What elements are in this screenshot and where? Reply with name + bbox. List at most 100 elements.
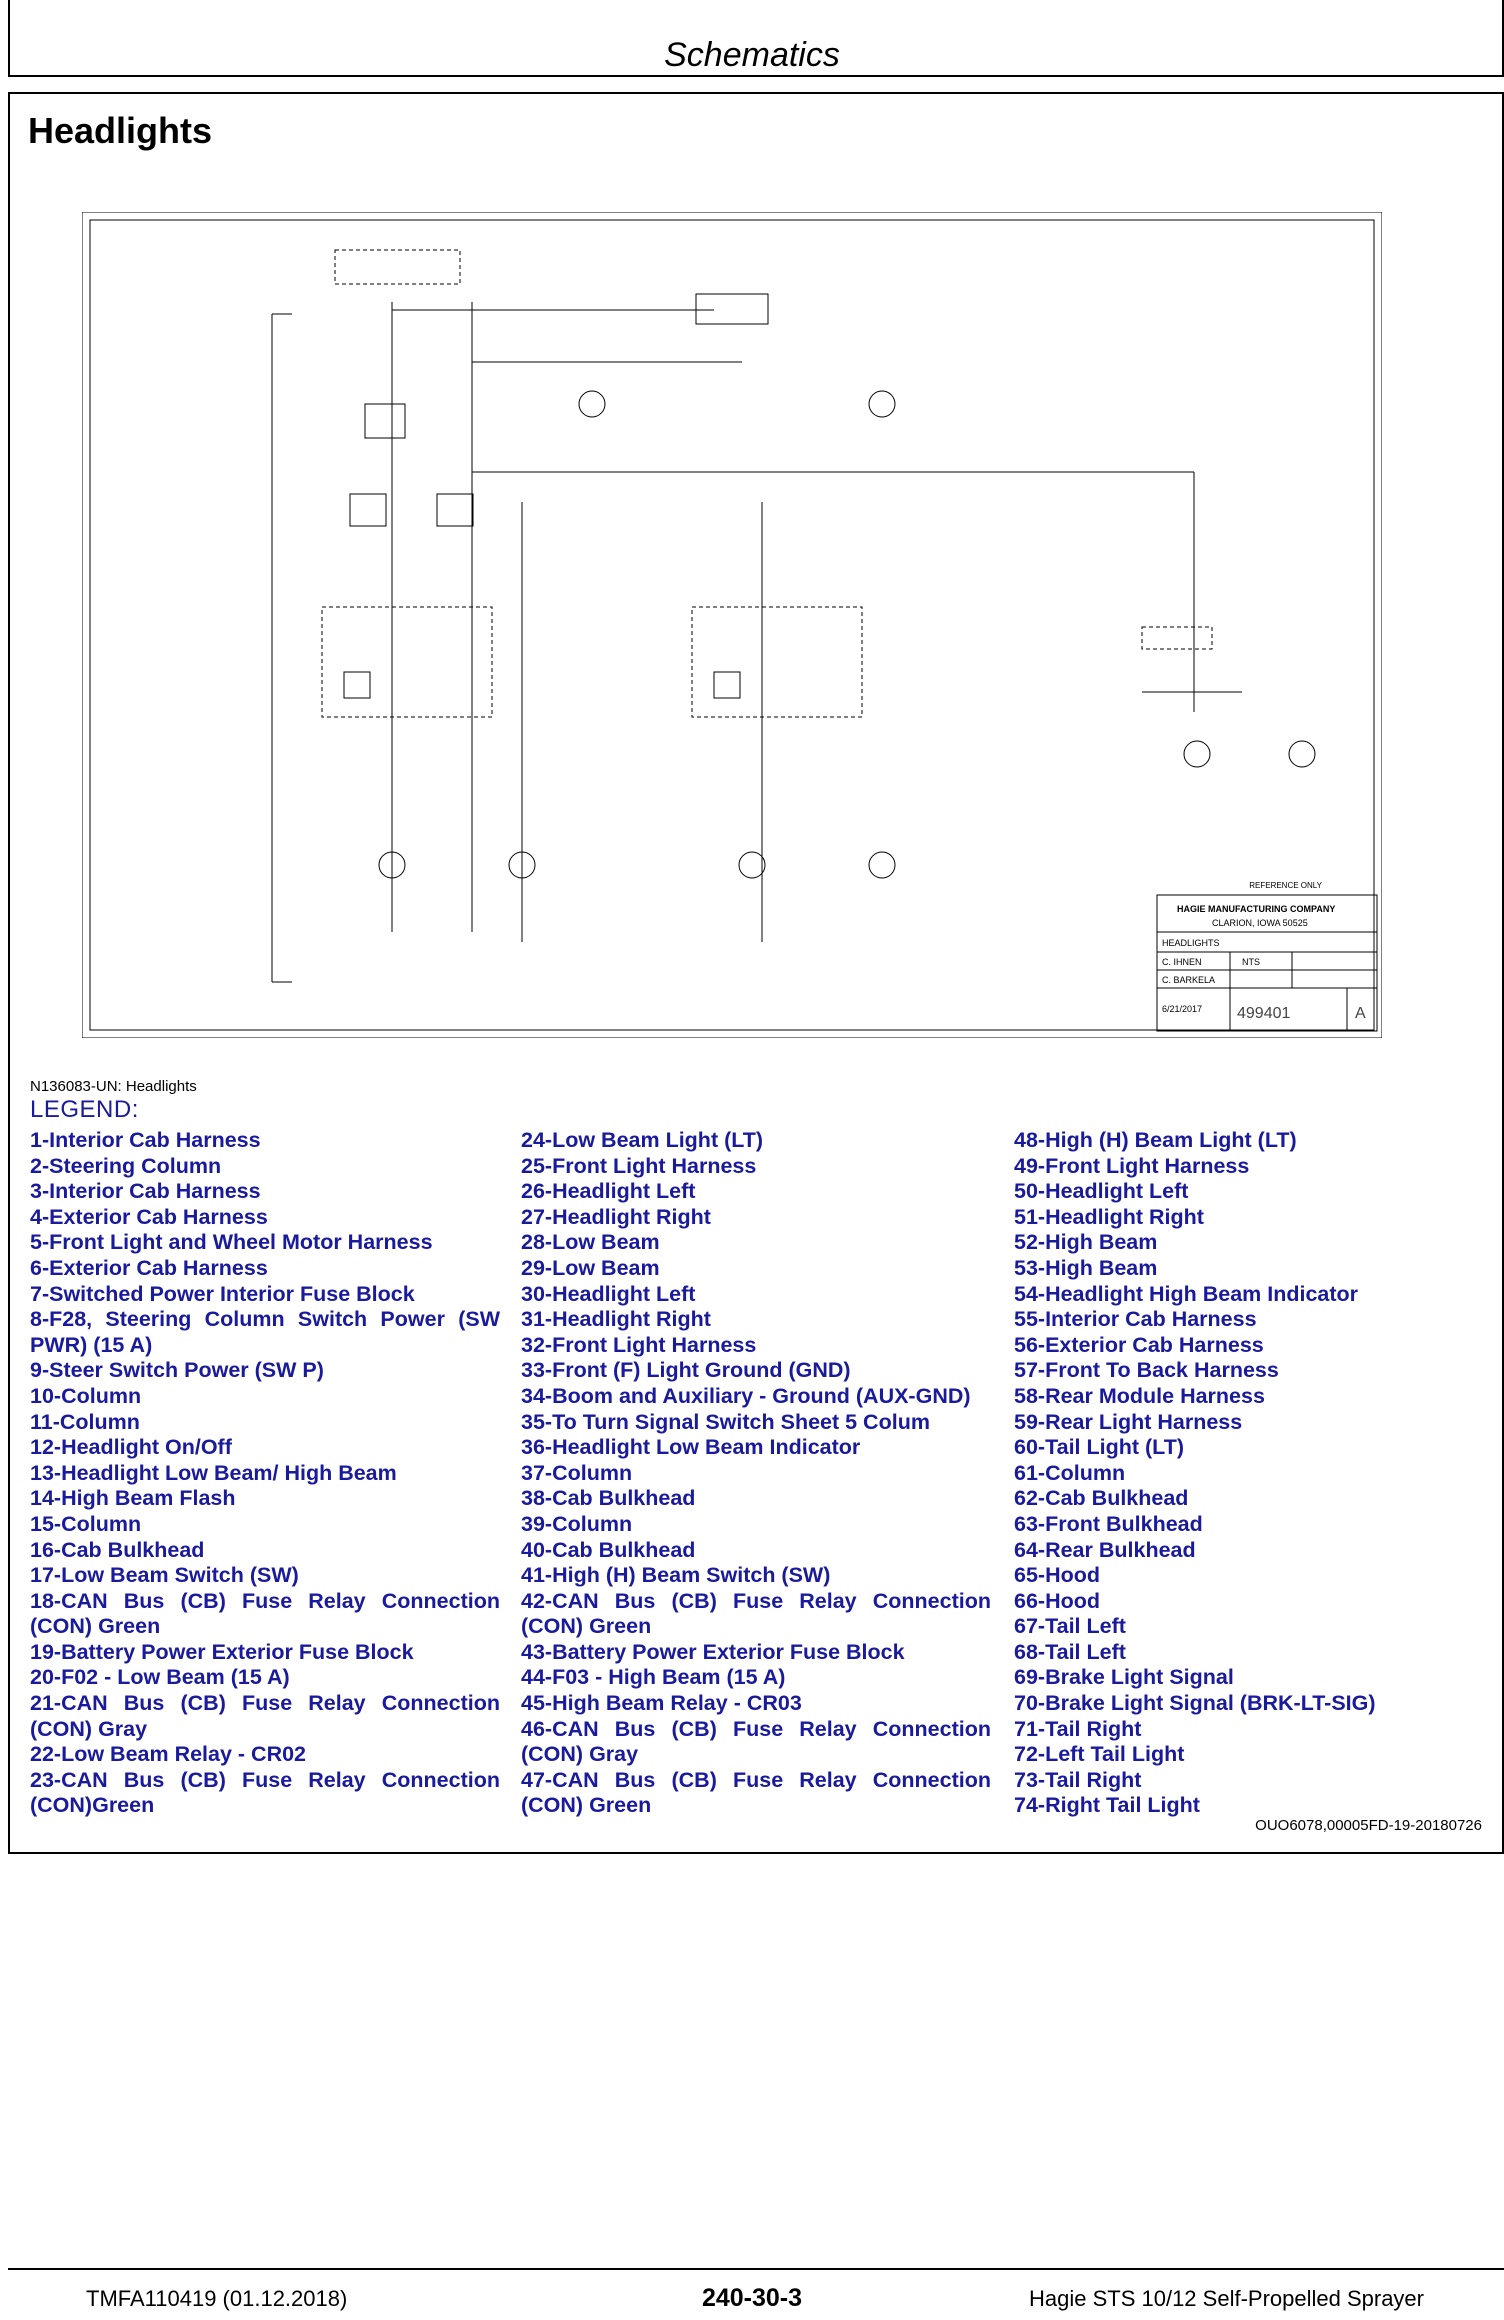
legend-item: 23-CAN Bus (CB) Fuse Relay Connection (C… [30, 1767, 500, 1818]
legend-item: 61-Column [1014, 1460, 1126, 1485]
legend-item: 64-Rear Bulkhead [1014, 1537, 1196, 1562]
legend-item: 71-Tail Right [1014, 1716, 1142, 1741]
legend-column-2: 24-Low Beam Light (LT) 25-Front Light Ha… [521, 1128, 991, 1819]
page-title: Headlights [28, 110, 213, 151]
legend-item: 11-Column [30, 1409, 140, 1434]
legend-item: 27-Headlight Right [521, 1204, 711, 1229]
legend-item: 33-Front (F) Light Ground (GND) [521, 1358, 851, 1383]
footer-rule [8, 2268, 1504, 2270]
content-frame [8, 92, 1504, 1854]
legend-heading: LEGEND: [30, 1096, 139, 1123]
legend-item: 34-Boom and Auxiliary - Ground (AUX-GND) [521, 1383, 971, 1408]
legend-item: 35-To Turn Signal Switch Sheet 5 Colum [521, 1409, 930, 1434]
title-block-location: CLARION, IOWA 50525 [1212, 918, 1308, 928]
legend-item: 18-CAN Bus (CB) Fuse Relay Connection (C… [30, 1588, 500, 1639]
legend-item: 16-Cab Bulkhead [30, 1537, 205, 1562]
legend-item: 39-Column [521, 1511, 633, 1536]
legend-item: 12-Headlight On/Off [30, 1435, 232, 1460]
legend-item: 44-F03 - High Beam (15 A) [521, 1665, 786, 1690]
legend-item: 45-High Beam Relay - CR03 [521, 1691, 802, 1716]
legend-item: 6-Exterior Cab Harness [30, 1255, 268, 1280]
legend-item: 54-Headlight High Beam Indicator [1014, 1281, 1359, 1306]
figure-reference: OUO6078,00005FD-19-20180726 [1255, 1817, 1482, 1834]
legend-item: 59-Rear Light Harness [1014, 1409, 1243, 1434]
footer-product: Hagie STS 10/12 Self-Propelled Sprayer [1029, 2286, 1424, 2311]
legend-item: 68-Tail Left [1014, 1639, 1126, 1664]
legend-item: 28-Low Beam [521, 1230, 660, 1255]
legend-item: 66-Hood [1014, 1588, 1100, 1613]
legend-item: 49-Front Light Harness [1014, 1153, 1250, 1178]
legend-item: 51-Headlight Right [1014, 1204, 1204, 1229]
legend-item: 20-F02 - Low Beam (15 A) [30, 1665, 290, 1690]
legend-item: 29-Low Beam [521, 1255, 660, 1280]
legend-item: 1-Interior Cab Harness [30, 1128, 261, 1152]
legend-item: 38-Cab Bulkhead [521, 1486, 696, 1511]
legend-item: 52-High Beam [1014, 1230, 1158, 1255]
legend-item: 24-Low Beam Light (LT) [521, 1128, 764, 1152]
legend-item: 7-Switched Power Interior Fuse Block [30, 1281, 415, 1306]
legend-item: 21-CAN Bus (CB) Fuse Relay Connection (C… [30, 1691, 500, 1741]
title-block-description: HEADLIGHTS [1162, 938, 1220, 948]
legend-item: 47-CAN Bus (CB) Fuse Relay Connection (C… [521, 1767, 991, 1818]
legend-item: 25-Front Light Harness [521, 1153, 757, 1178]
legend-item: 32-Front Light Harness [521, 1332, 757, 1357]
legend-item: 57-Front To Back Harness [1014, 1358, 1279, 1383]
legend-item: 9-Steer Switch Power (SW P) [30, 1358, 324, 1383]
legend-item: 2-Steering Column [30, 1153, 222, 1178]
legend-item: 36-Headlight Low Beam Indicator [521, 1435, 861, 1460]
footer-doc-id: TMFA110419 (01.12.2018) [86, 2286, 348, 2311]
legend-item: 14-High Beam Flash [30, 1486, 236, 1511]
section-header: Schematics [664, 36, 840, 74]
legend-item: 65-Hood [1014, 1563, 1100, 1588]
legend-item: 62-Cab Bulkhead [1014, 1486, 1189, 1511]
legend-item: 15-Column [30, 1511, 142, 1536]
legend-item: 22-Low Beam Relay - CR02 [30, 1742, 307, 1767]
legend-item: 4-Exterior Cab Harness [30, 1204, 268, 1229]
legend-item: 3-Interior Cab Harness [30, 1179, 261, 1204]
legend-item: 56-Exterior Cab Harness [1014, 1332, 1264, 1357]
legend-item: 42-CAN Bus (CB) Fuse Relay Connection (C… [521, 1588, 991, 1639]
legend-item: 26-Headlight Left [521, 1179, 696, 1204]
header-frame [8, 0, 1504, 77]
legend-item: 41-High (H) Beam Switch (SW) [521, 1563, 831, 1588]
figure-caption: N136083-UN: Headlights [30, 1078, 197, 1095]
legend-item: 17-Low Beam Switch (SW) [30, 1563, 299, 1588]
legend-item: 31-Headlight Right [521, 1307, 711, 1332]
title-block-reference: REFERENCE ONLY [1249, 881, 1322, 890]
legend-item: 70-Brake Light Signal (BRK-LT-SIG) [1014, 1691, 1376, 1716]
legend-item: 63-Front Bulkhead [1014, 1511, 1203, 1536]
legend-item: 8-F28, Steering Column Switch Power (SW … [30, 1307, 500, 1357]
legend-item: 50-Headlight Left [1014, 1179, 1189, 1204]
legend-item: 19-Battery Power Exterior Fuse Block [30, 1639, 414, 1664]
legend-item: 67-Tail Left [1014, 1614, 1126, 1639]
legend-item: 53-High Beam [1014, 1255, 1158, 1280]
schematic-border [82, 212, 1382, 1038]
title-block-company: HAGIE MANUFACTURING COMPANY [1177, 904, 1335, 914]
legend-column-3: 48-High (H) Beam Light (LT) 49-Front Lig… [1014, 1128, 1484, 1819]
title-block-checked-by: C. BARKELA [1162, 975, 1215, 985]
headlights-schematic: HAGIE MANUFACTURING COMPANY CLARION, IOW… [82, 212, 1382, 1038]
title-block-scale: NTS [1242, 957, 1260, 967]
legend-item: 13-Headlight Low Beam/ High Beam [30, 1460, 397, 1485]
legend-item: 43-Battery Power Exterior Fuse Block [521, 1639, 905, 1664]
legend-item: 60-Tail Light (LT) [1014, 1435, 1184, 1460]
legend-item: 69-Brake Light Signal [1014, 1665, 1234, 1690]
legend-item: 46-CAN Bus (CB) Fuse Relay Connection (C… [521, 1716, 991, 1767]
legend-column-1: 1-Interior Cab Harness 2-Steering Column… [30, 1128, 500, 1819]
title-block-drawing-number: 499401 [1237, 1005, 1290, 1022]
legend-item: 55-Interior Cab Harness [1014, 1307, 1257, 1332]
legend-item: 10-Column [30, 1383, 142, 1408]
legend-item: 37-Column [521, 1460, 633, 1485]
footer-page-number: 240-30-3 [701, 2284, 803, 2312]
title-block-drawn-by: C. IHNEN [1162, 957, 1202, 967]
title-block-date: 6/21/2017 [1162, 1004, 1202, 1014]
legend-item: 40-Cab Bulkhead [521, 1537, 696, 1562]
legend-item: 73-Tail Right [1014, 1767, 1142, 1792]
legend-item: 48-High (H) Beam Light (LT) [1014, 1128, 1297, 1152]
legend-item: 5-Front Light and Wheel Motor Harness [30, 1230, 433, 1255]
legend-item: 30-Headlight Left [521, 1281, 696, 1306]
legend-item: 72-Left Tail Light [1014, 1742, 1185, 1767]
legend-item: 58-Rear Module Harness [1014, 1383, 1265, 1408]
legend-item: 74-Right Tail Light [1014, 1793, 1200, 1818]
title-block-rev: A [1355, 1005, 1366, 1022]
